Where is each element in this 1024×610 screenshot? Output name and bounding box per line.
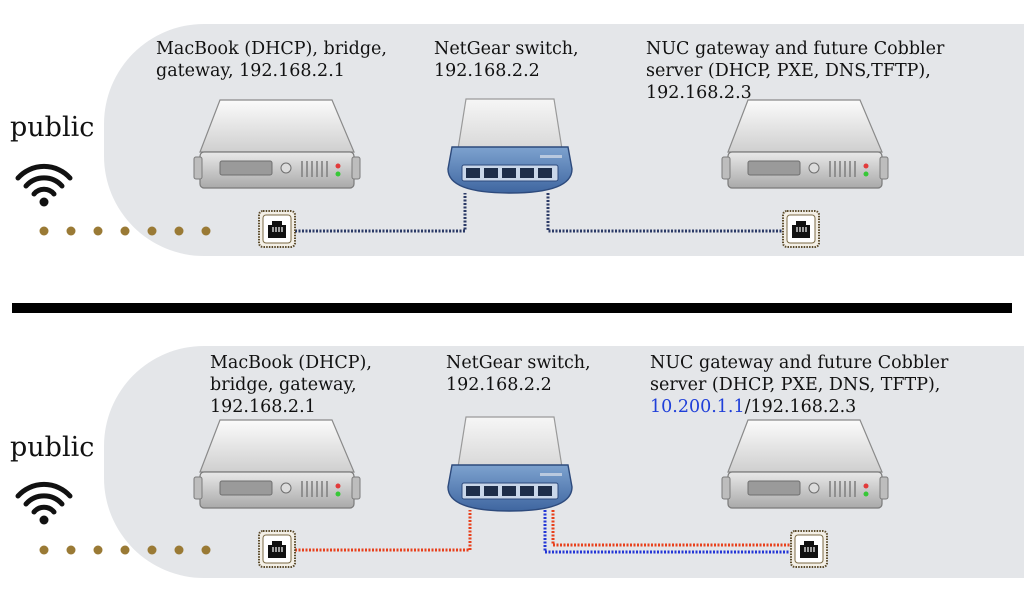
ethernet-port-icon-nuc-top	[782, 210, 820, 248]
macbook-server-icon-bottom	[193, 419, 361, 509]
network-switch-icon-bottom	[447, 416, 573, 512]
wireless-dots-top	[39, 226, 211, 236]
macbook-label-top: MacBook (DHCP), bridge, gateway, 192.168…	[156, 39, 387, 81]
cable-macbook-switch-top	[295, 193, 467, 233]
nuc-ip-public: /192.168.2.3	[744, 397, 857, 417]
nuc-server-icon	[721, 99, 889, 189]
ethernet-port-icon-macbook-top	[258, 210, 296, 248]
network-switch-icon-top	[447, 98, 573, 194]
nuc-label-line1: NUC gateway and future Cobbler	[650, 353, 949, 373]
wifi-icon-top	[18, 166, 70, 206]
public-label-bottom: public	[10, 432, 95, 463]
nuc-ip-private: 10.200.1.1	[650, 397, 745, 417]
cable-switch-nuc-blue-bottom	[543, 510, 790, 554]
switch-label-bottom: NetGear switch, 192.168.2.2	[446, 353, 591, 395]
cable-macbook-switch-bottom	[295, 510, 472, 552]
nuc-label-top: NUC gateway and future Cobbler server (D…	[646, 39, 945, 103]
wifi-icon-bottom	[18, 484, 70, 524]
nuc-label-line2: server (DHCP, PXE, DNS, TFTP),	[650, 375, 941, 395]
nuc-label-line3: 10.200.1.1/192.168.2.3	[650, 396, 948, 418]
public-label-top: public	[10, 112, 95, 143]
section-divider	[12, 303, 1012, 313]
macbook-label-bottom: MacBook (DHCP), bridge, gateway, 192.168…	[210, 353, 372, 417]
macbook-server-icon	[193, 99, 361, 189]
ethernet-port-icon-macbook-bottom	[258, 530, 296, 568]
wireless-dots-bottom	[39, 545, 211, 555]
cable-switch-nuc-top	[546, 193, 782, 233]
ethernet-port-icon-nuc-bottom	[790, 530, 828, 568]
switch-label-top: NetGear switch, 192.168.2.2	[434, 39, 579, 81]
nuc-label-bottom: NUC gateway and future Cobbler server (D…	[650, 352, 948, 418]
cable-switch-nuc-red-bottom	[551, 510, 790, 547]
nuc-server-icon-bottom	[721, 419, 889, 509]
